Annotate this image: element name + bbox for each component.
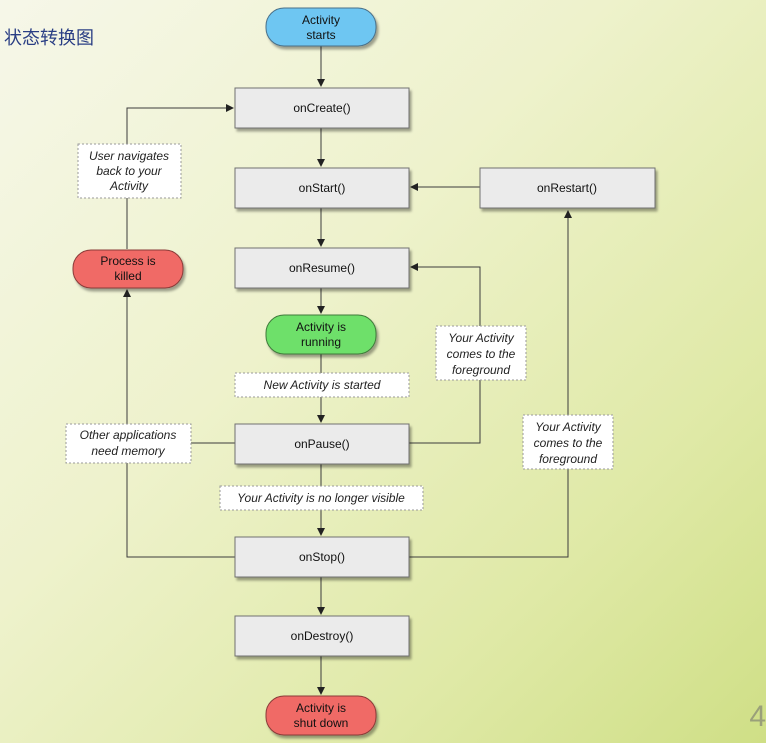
- state-activity-running: Activity is running: [265, 314, 377, 355]
- state-killed-line2: killed: [114, 269, 141, 283]
- state-running-line1: Activity is: [296, 320, 346, 334]
- page-number: 4: [749, 700, 766, 733]
- edge-onstop-to-killed: [123, 289, 235, 558]
- note-foreground-2: Your Activity comes to the foreground: [522, 414, 614, 470]
- page-title: 状态转换图: [4, 28, 94, 49]
- state-killed-line1: Process is: [100, 254, 155, 268]
- state-shutdown-line1: Activity is: [296, 701, 346, 715]
- onrestart-label: onRestart(): [537, 181, 597, 195]
- onstop-box: onStop(): [234, 536, 410, 578]
- note-user-navigates-line3: Activity: [109, 179, 149, 193]
- onresume-label: onResume(): [289, 261, 355, 275]
- state-running-line2: running: [301, 335, 341, 349]
- note-user-navigates-line2: back to your: [96, 164, 162, 178]
- state-start-line2: starts: [306, 28, 335, 42]
- note-new-activity-started: New Activity is started: [234, 372, 410, 398]
- state-activity-starts: Activity starts: [265, 7, 377, 47]
- note-foreground-1-line2: comes to the: [447, 347, 516, 361]
- onstop-label: onStop(): [299, 550, 345, 564]
- note-foreground-1-line3: foreground: [452, 363, 510, 377]
- state-process-killed: Process is killed: [72, 249, 184, 289]
- edge-killed-to-oncreate: [126, 104, 234, 249]
- ondestroy-box: onDestroy(): [234, 615, 410, 657]
- note-new-activity-line1: New Activity is started: [264, 378, 381, 392]
- oncreate-box: onCreate(): [234, 87, 410, 129]
- onstart-label: onStart(): [299, 181, 346, 195]
- note-foreground-1: Your Activity comes to the foreground: [435, 325, 527, 381]
- oncreate-label: onCreate(): [293, 101, 350, 115]
- edge-onstop-to-onrestart: [409, 210, 572, 558]
- note-user-navigates-line1: User navigates: [89, 149, 169, 163]
- onrestart-box: onRestart(): [479, 167, 656, 209]
- state-start-line1: Activity: [302, 13, 340, 27]
- onstart-box: onStart(): [234, 167, 410, 209]
- note-other-apps: Other applications need memory: [65, 423, 192, 464]
- note-foreground-2-line3: foreground: [539, 452, 597, 466]
- note-foreground-2-line2: comes to the: [534, 436, 603, 450]
- note-no-longer-visible: Your Activity is no longer visible: [219, 485, 424, 511]
- note-other-apps-line1: Other applications: [80, 428, 177, 442]
- ondestroy-label: onDestroy(): [291, 629, 354, 643]
- onresume-box: onResume(): [234, 247, 410, 289]
- onpause-box: onPause(): [234, 423, 410, 465]
- note-user-navigates: User navigates back to your Activity: [77, 143, 182, 199]
- note-foreground-1-line1: Your Activity: [448, 331, 515, 345]
- onpause-label: onPause(): [294, 437, 349, 451]
- note-no-longer-visible-line1: Your Activity is no longer visible: [237, 491, 405, 505]
- state-activity-shut-down: Activity is shut down: [265, 695, 377, 736]
- note-other-apps-line2: need memory: [91, 444, 165, 458]
- state-shutdown-line2: shut down: [294, 716, 349, 730]
- note-foreground-2-line1: Your Activity: [535, 420, 602, 434]
